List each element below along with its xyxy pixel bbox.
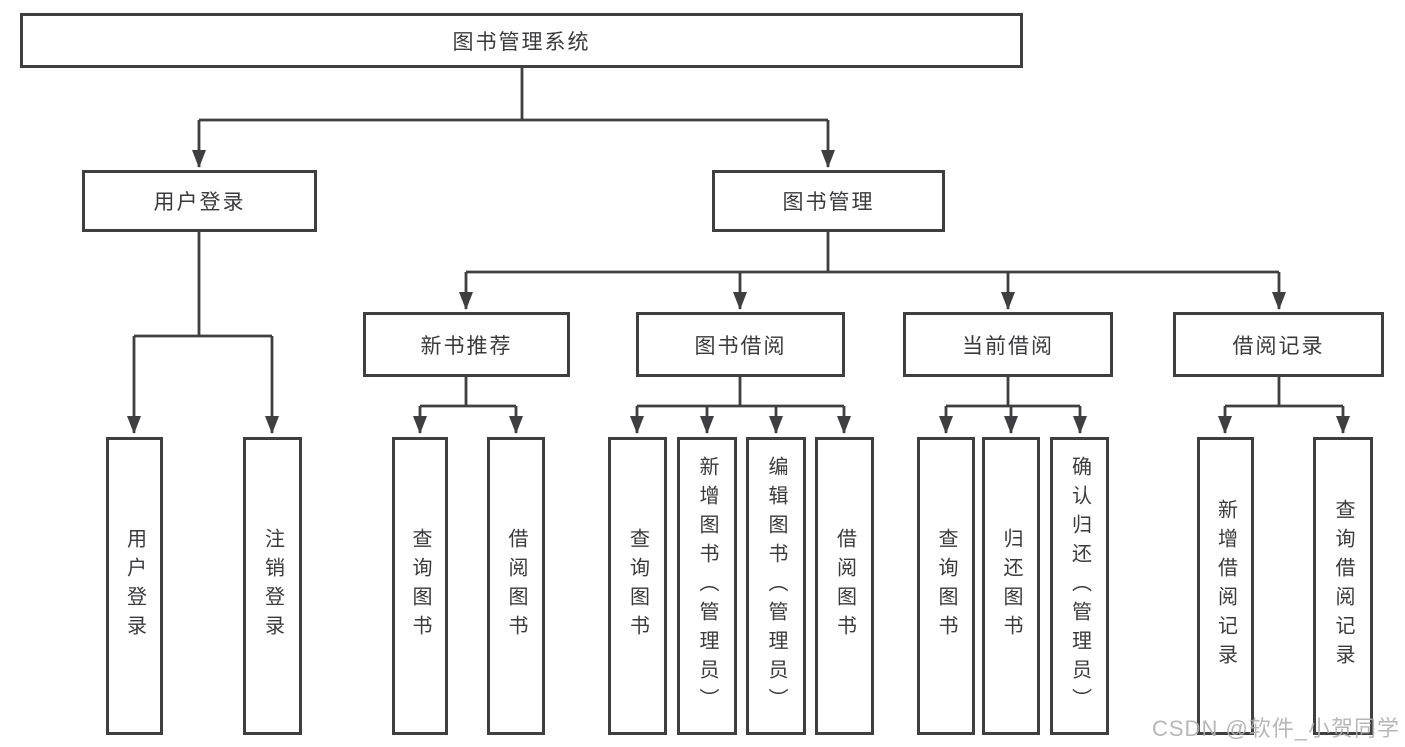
node-leaf-br-add-record: 新增借阅记录 (1197, 437, 1254, 735)
node-leaf-cb-confirm-return-admin: 确认归还（管理员） (1050, 437, 1109, 735)
node-new-book-recommend: 新书推荐 (363, 312, 570, 377)
node-leaf-bb-query-book: 查询图书 (608, 437, 667, 735)
node-book-management-system: 图书管理系统 (20, 13, 1023, 68)
node-leaf-nbr-borrow-book: 借阅图书 (487, 437, 545, 735)
node-leaf-user-login: 用户登录 (106, 437, 163, 735)
node-leaf-logout: 注销登录 (243, 437, 302, 735)
node-borrow-records: 借阅记录 (1173, 312, 1384, 377)
node-leaf-cb-return-book: 归还图书 (982, 437, 1040, 735)
node-leaf-bb-add-book-admin: 新增图书（管理员） (677, 437, 737, 735)
node-book-borrow: 图书借阅 (636, 312, 845, 377)
node-book-management: 图书管理 (712, 170, 945, 232)
node-current-borrow: 当前借阅 (903, 312, 1113, 377)
node-leaf-nbr-query-book: 查询图书 (392, 437, 448, 735)
node-leaf-bb-borrow-book: 借阅图书 (815, 437, 874, 735)
node-leaf-cb-query-book: 查询图书 (917, 437, 975, 735)
node-leaf-br-query-record: 查询借阅记录 (1313, 437, 1373, 735)
node-user-login: 用户登录 (82, 170, 317, 232)
csdn-watermark: CSDN @软件_小贺同学 (1152, 716, 1401, 741)
node-leaf-bb-edit-book-admin: 编辑图书（管理员） (746, 437, 806, 735)
